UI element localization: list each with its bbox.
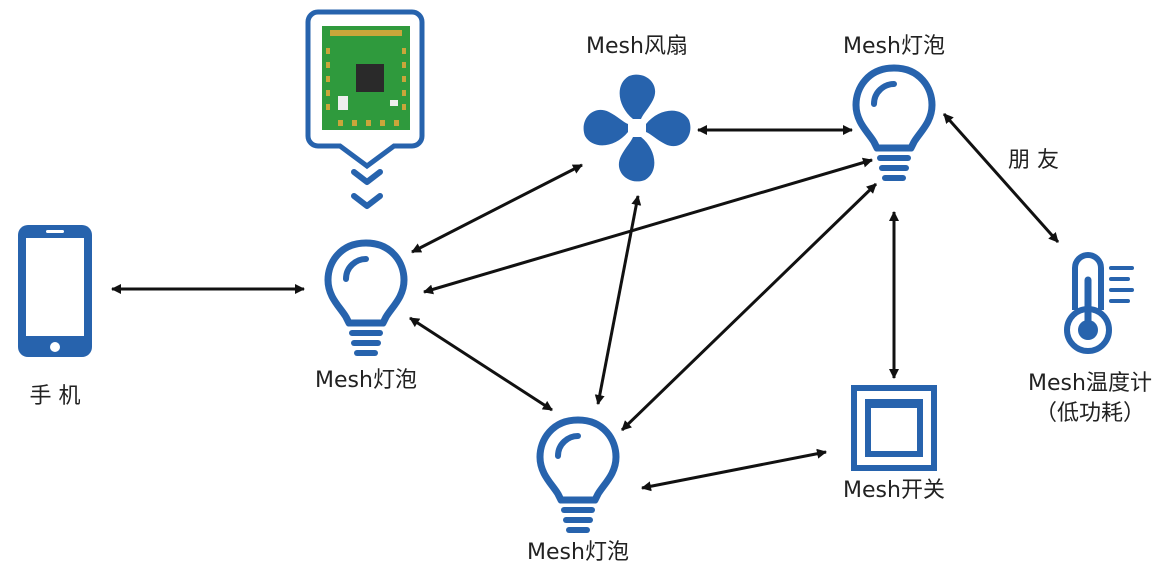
friend-edge-label: 朋 友 bbox=[1008, 148, 1059, 173]
fan-label: Mesh风扇 bbox=[586, 34, 688, 59]
edge-topbulb-bottombulb bbox=[620, 182, 878, 432]
top-bulb-icon bbox=[856, 68, 932, 181]
bottom-bulb-icon bbox=[540, 420, 616, 533]
bottom-bulb-label: Mesh灯泡 bbox=[527, 540, 629, 565]
thermometer-label: Mesh温度计 bbox=[1028, 371, 1152, 396]
ble-module-icon bbox=[305, 9, 425, 209]
thermometer-sublabel: （低功耗） bbox=[1034, 401, 1146, 426]
fan-icon bbox=[583, 74, 691, 182]
edge-hub-bottombulb bbox=[409, 316, 553, 412]
edges bbox=[111, 113, 1060, 492]
hub-bulb-label: Mesh灯泡 bbox=[315, 368, 417, 393]
edge-fan-bottombulb bbox=[594, 195, 642, 405]
thermometer-icon bbox=[1064, 252, 1134, 354]
switch-icon bbox=[851, 385, 937, 471]
edge-bottombulb-switch bbox=[641, 448, 827, 492]
hub-bulb-icon bbox=[328, 243, 404, 356]
edge-hub-fan bbox=[411, 163, 583, 254]
edge-hub-topbulb bbox=[423, 157, 873, 295]
edge-topbulb-thermometer bbox=[942, 113, 1060, 243]
switch-label: Mesh开关 bbox=[843, 478, 945, 503]
top-bulb-label: Mesh灯泡 bbox=[843, 34, 945, 59]
phone-label: 手 机 bbox=[29, 384, 81, 409]
smartphone-icon bbox=[18, 225, 92, 357]
